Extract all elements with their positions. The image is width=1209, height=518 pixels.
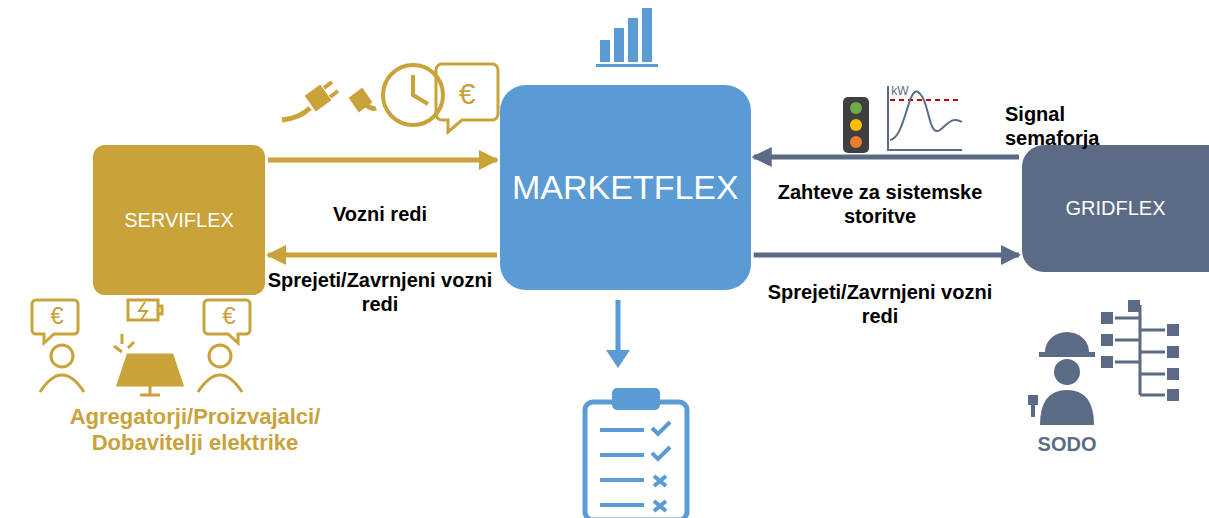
unit-label: kW: [885, 84, 915, 98]
euro-symbol: €: [214, 302, 244, 331]
speech-bubble: [436, 64, 498, 132]
euro-symbol: €: [447, 76, 487, 112]
flow-arrow: [268, 253, 497, 258]
node-title: GRIDFLEX: [1065, 197, 1165, 220]
actor-label: SODO: [1027, 432, 1107, 456]
clock-icon: [383, 65, 443, 125]
node-title: SERVIFLEX: [124, 209, 234, 232]
actor-label: Agregatorji/Proizvajalci/ Dobavitelji el…: [30, 404, 360, 457]
euro-symbol: €: [42, 302, 72, 331]
edge-label: Sprejeti/Zavrnjeni vozni redi: [760, 280, 1000, 328]
traffic-light-icon: [843, 97, 869, 153]
edge-label: Vozni redi: [260, 202, 500, 226]
clipboard-icon: [585, 300, 687, 518]
node-title: MARKETFLEX: [512, 168, 739, 207]
grid-box: GRIDFLEX: [1022, 145, 1209, 272]
people-icon: [32, 300, 250, 395]
grid-icon: [1101, 300, 1179, 401]
service-box: SERVIFLEX: [93, 145, 265, 295]
flow-arrow: [754, 253, 1019, 258]
edge-label: Sprejeti/Zavrnjeni vozni redi: [260, 268, 500, 316]
chart-icon: [596, 8, 658, 67]
worker-icon: [1028, 332, 1095, 425]
signal-label: Signal semaforja: [1005, 102, 1135, 150]
flow-arrow: [754, 155, 1019, 160]
edge-label: Zahteve za sistemske storitve: [760, 180, 1000, 228]
market-box: MARKETFLEX: [500, 85, 751, 290]
flow-arrow: [268, 158, 497, 163]
plug-icon: [282, 82, 376, 120]
